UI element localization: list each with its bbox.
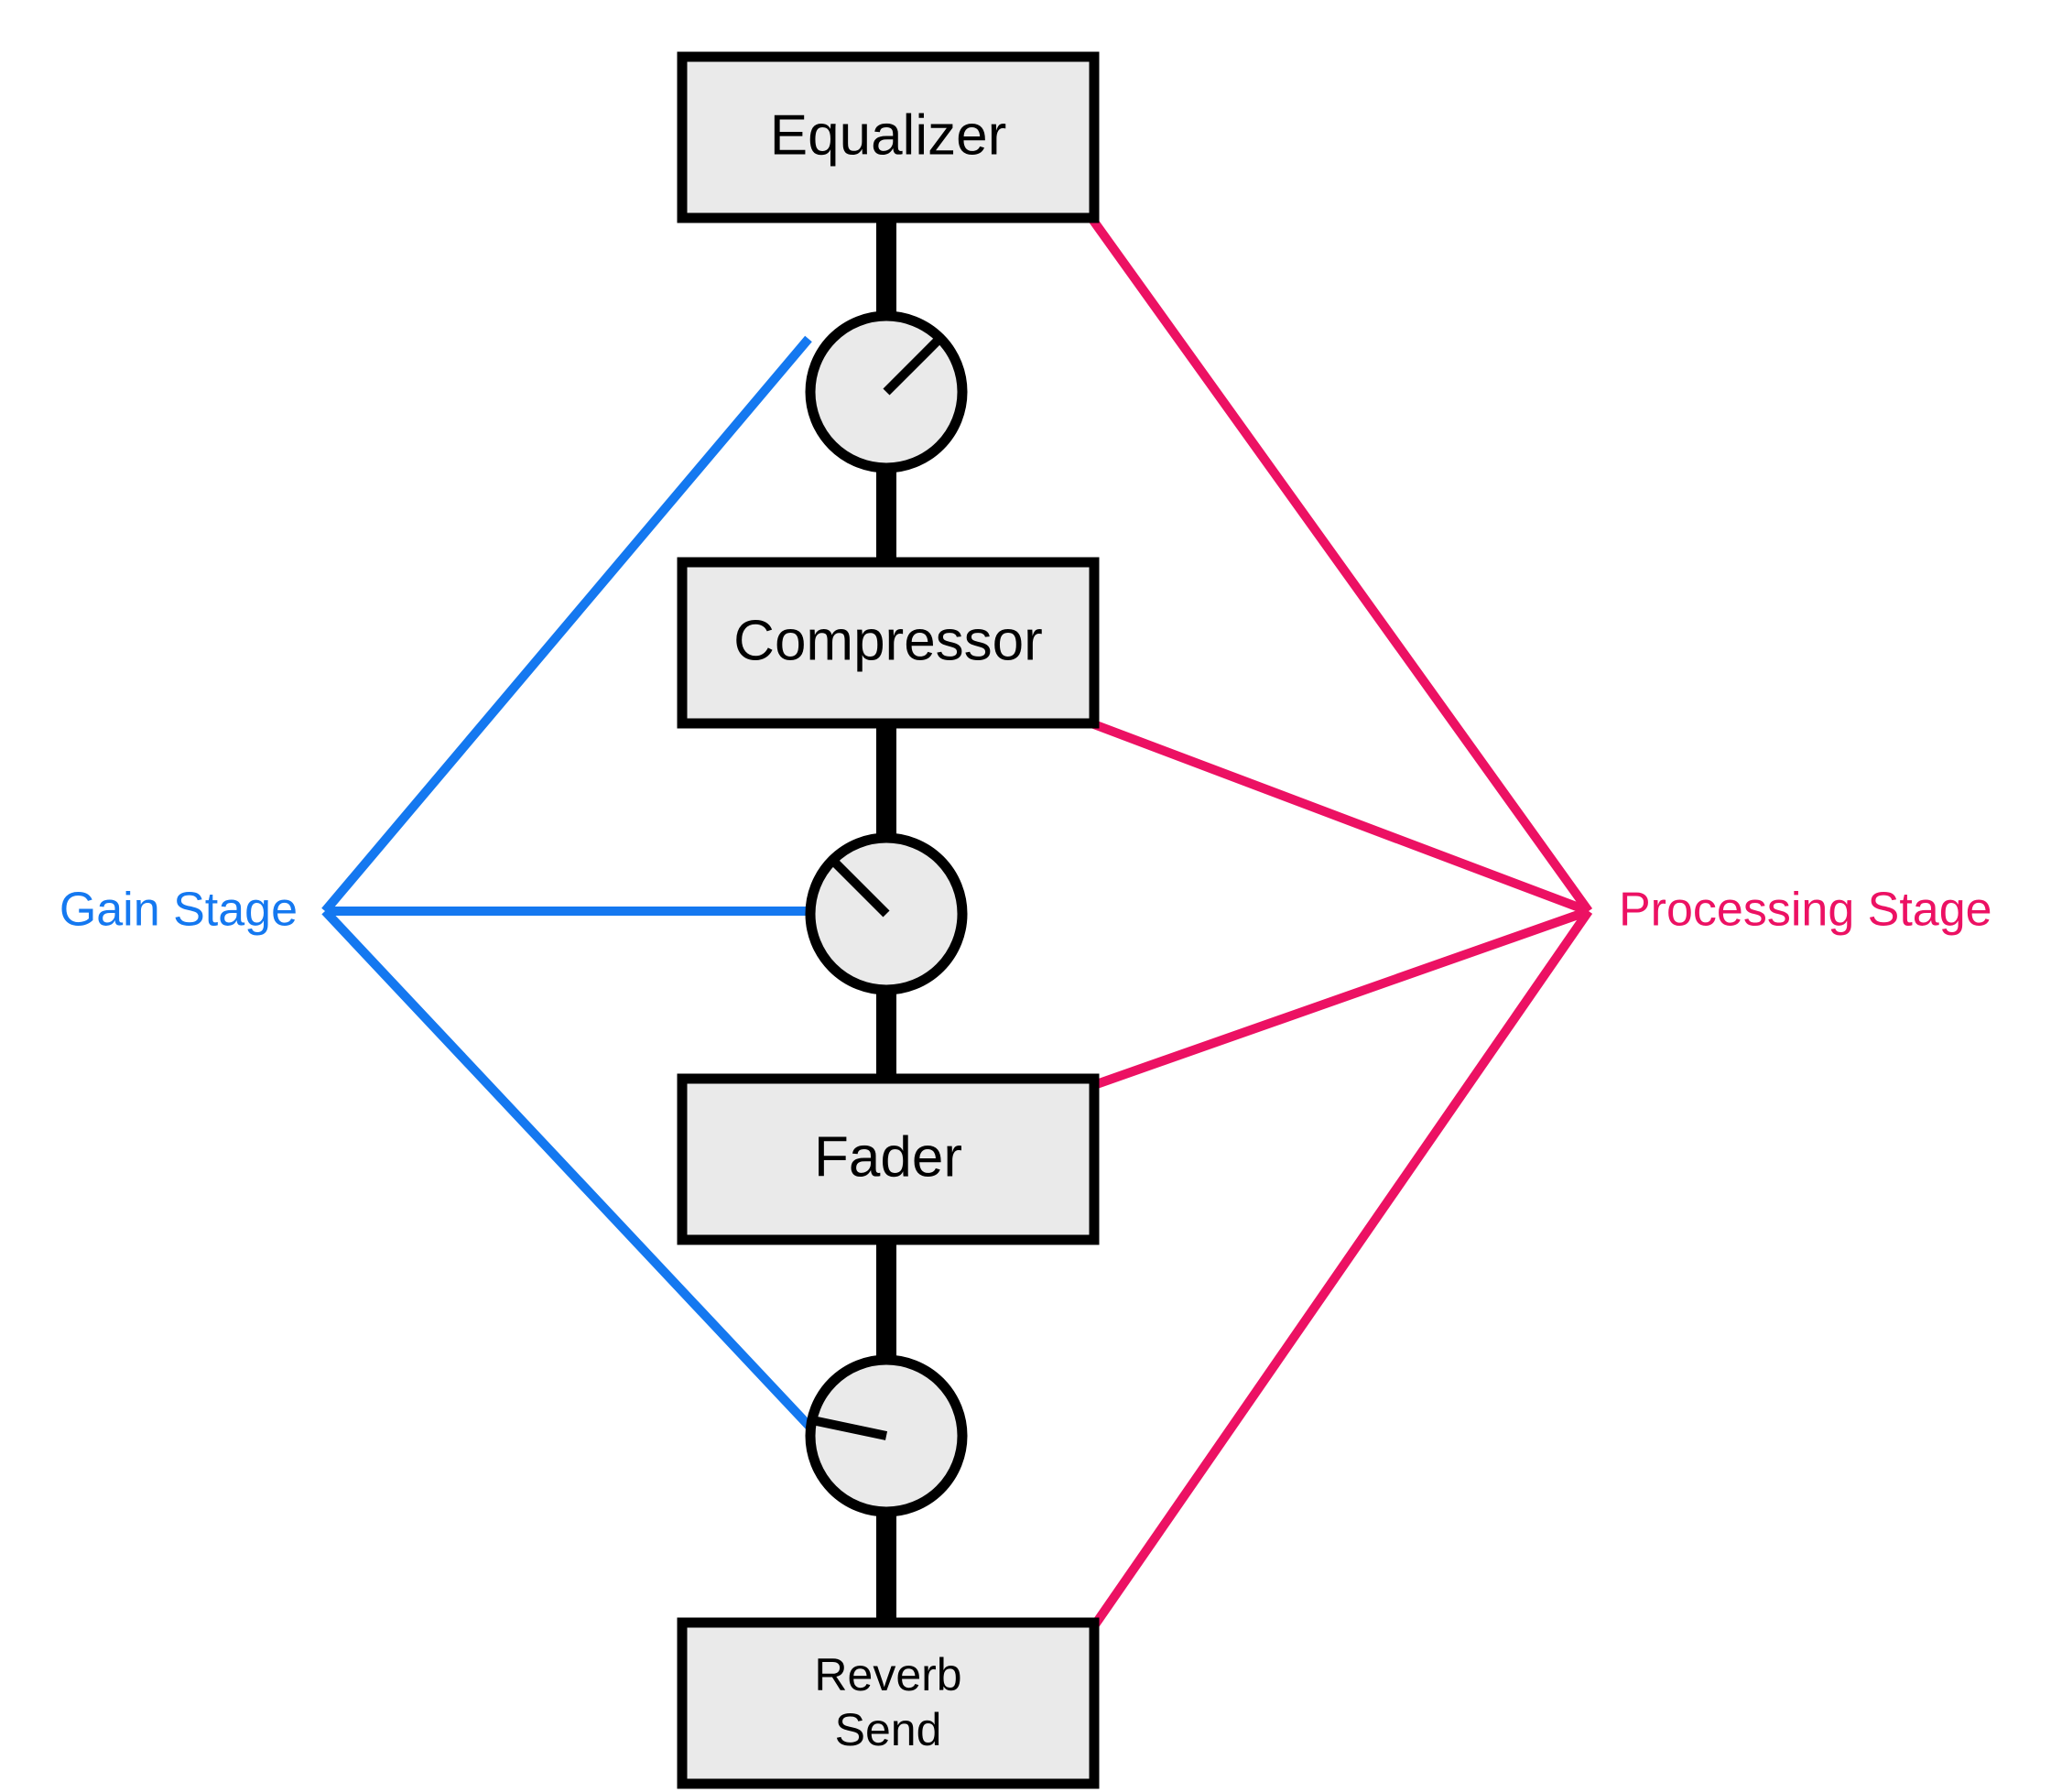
node-reverb-send-label-line1: Reverb bbox=[814, 1649, 961, 1700]
node-fader-shape bbox=[677, 1073, 1100, 1245]
node-fader[interactable]: Fader bbox=[677, 1073, 1100, 1245]
node-equalizer-shape bbox=[677, 51, 1100, 223]
annotation-processing-stage[interactable]: Processing Stage bbox=[1087, 215, 1992, 1633]
node-reverb-send[interactable]: Reverb Send bbox=[677, 1617, 1100, 1789]
node-compressor[interactable]: Compressor bbox=[677, 557, 1100, 729]
processing-stage-leader-to-reverb-send bbox=[1087, 908, 1593, 1633]
annotation-label-processing-stage: Processing Stage bbox=[1619, 884, 1992, 937]
annotation-label-gain-stage: Gain Stage bbox=[60, 884, 298, 937]
node-knob-2[interactable] bbox=[805, 832, 968, 995]
node-equalizer-label: Equalizer bbox=[770, 103, 1006, 167]
node-fader-label: Fader bbox=[814, 1125, 962, 1189]
node-knob-3[interactable] bbox=[805, 1354, 968, 1517]
processing-stage-leader-to-fader bbox=[1090, 907, 1590, 1091]
node-knob-2-pointer-icon bbox=[829, 856, 890, 918]
processing-stage-leader-to-compressor bbox=[1090, 719, 1590, 916]
annotation-gain-stage[interactable]: Gain Stage bbox=[60, 335, 817, 1434]
node-knob-1-pointer-icon bbox=[883, 334, 944, 396]
node-knob-3-pointer-icon bbox=[810, 1416, 888, 1440]
node-compressor-label: Compressor bbox=[733, 609, 1043, 672]
node-knob-1[interactable] bbox=[805, 310, 968, 473]
processing-stage-leader-to-equalizer bbox=[1087, 215, 1593, 914]
node-compressor-shape bbox=[677, 557, 1100, 729]
node-reverb-send-shape bbox=[677, 1617, 1100, 1789]
gain-stage-leader-to-knob1 bbox=[321, 335, 812, 915]
node-equalizer[interactable]: Equalizer bbox=[677, 51, 1100, 223]
node-reverb-send-label-line2: Send bbox=[835, 1704, 942, 1755]
gain-stage-leader-to-knob3 bbox=[321, 907, 817, 1434]
